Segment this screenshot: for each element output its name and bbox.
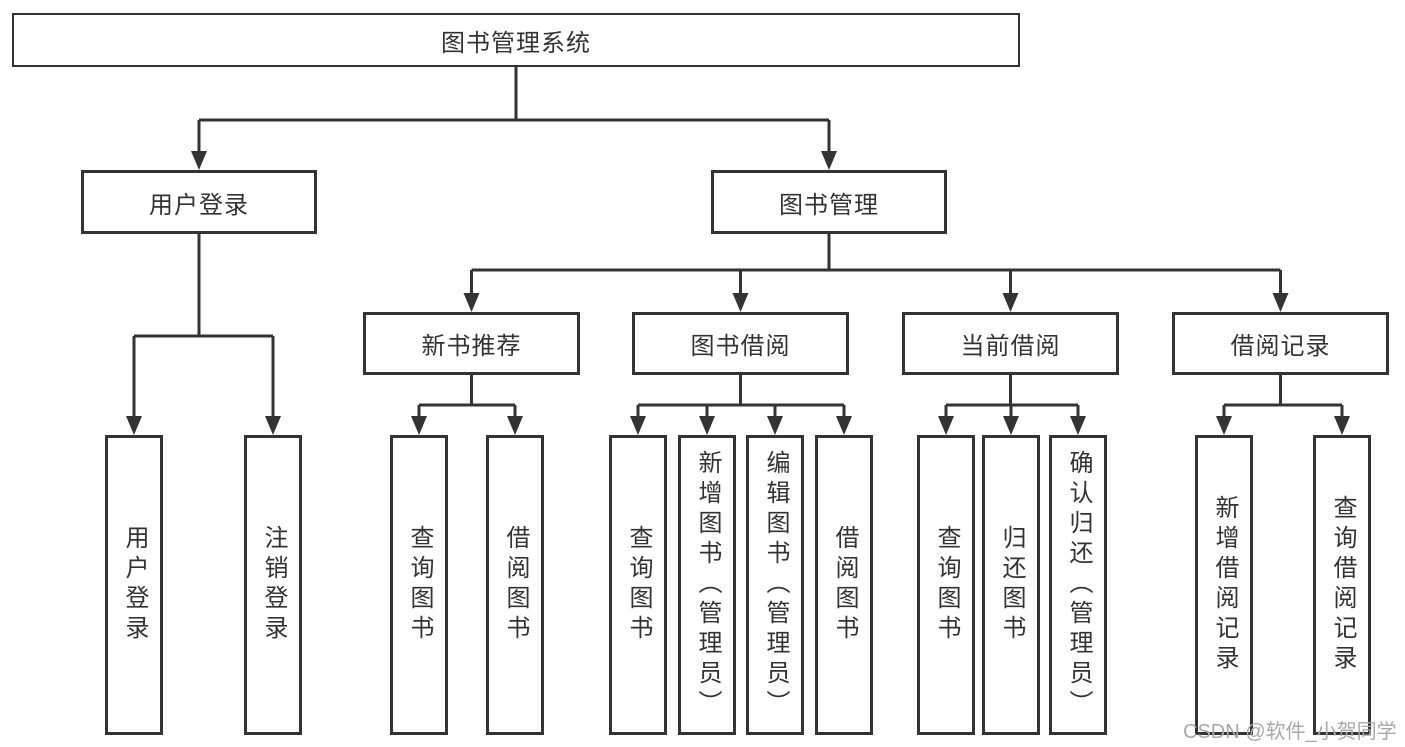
arrowheads bbox=[126, 151, 1350, 435]
node-user-login: 用户登录 bbox=[81, 170, 317, 234]
node-leaf-query-books-recommend: 查询图书 bbox=[390, 435, 448, 735]
node-leaf-borrow-books-recommend: 借阅图书 bbox=[486, 435, 544, 735]
node-current-borrowing: 当前借阅 bbox=[902, 312, 1119, 375]
node-root: 图书管理系统 bbox=[12, 13, 1020, 67]
node-borrowing-records-label: 借阅记录 bbox=[1230, 333, 1331, 360]
node-book-management: 图书管理 bbox=[711, 170, 947, 234]
node-new-book-recommend: 新书推荐 bbox=[363, 312, 580, 375]
node-leaf-query-books-borrowing: 查询图书 bbox=[609, 435, 667, 735]
node-new-book-recommend-label: 新书推荐 bbox=[421, 333, 522, 360]
node-leaf-add-book-admin: 新增图书（管理员） bbox=[678, 435, 736, 735]
node-leaf-logout: 注销登录 bbox=[244, 435, 302, 735]
node-leaf-confirm-return-admin: 确认归还（管理员） bbox=[1049, 435, 1107, 735]
node-book-borrowing-label: 图书借阅 bbox=[690, 333, 791, 360]
node-current-borrowing-label: 当前借阅 bbox=[960, 333, 1061, 360]
node-leaf-edit-book-admin: 编辑图书（管理员） bbox=[746, 435, 804, 735]
node-leaf-query-books-current: 查询图书 bbox=[917, 435, 975, 735]
node-leaf-borrow-books: 借阅图书 bbox=[815, 435, 873, 735]
node-leaf-query-borrow-record: 查询借阅记录 bbox=[1313, 435, 1371, 735]
connector-edges bbox=[132, 67, 1344, 417]
node-user-login-label: 用户登录 bbox=[149, 191, 249, 219]
node-book-borrowing: 图书借阅 bbox=[632, 312, 849, 375]
watermark: CSDN @软件_小贺同学 bbox=[1183, 721, 1397, 743]
node-book-management-label: 图书管理 bbox=[779, 191, 879, 219]
node-leaf-user-login: 用户登录 bbox=[105, 435, 163, 735]
node-leaf-add-borrow-record: 新增借阅记录 bbox=[1195, 435, 1253, 735]
node-root-label: 图书管理系统 bbox=[441, 29, 591, 57]
node-leaf-return-books: 归还图书 bbox=[982, 435, 1040, 735]
node-borrowing-records: 借阅记录 bbox=[1172, 312, 1389, 375]
